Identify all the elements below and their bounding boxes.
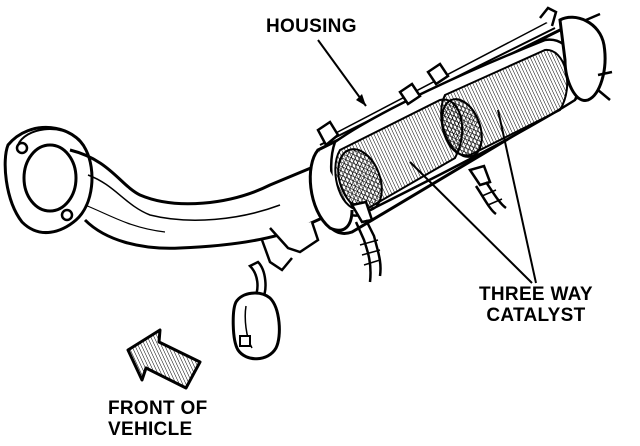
catalyst-leaders xyxy=(409,109,537,284)
front-arrow-icon xyxy=(126,328,202,390)
three-way-catalyst-label: THREE WAY CATALYST xyxy=(479,284,593,326)
pipe-bracket xyxy=(260,221,320,272)
front-label-line2: VEHICLE xyxy=(108,419,193,440)
rear-flange xyxy=(539,6,613,102)
lower-sensor-rear xyxy=(468,164,507,216)
housing-mounting-tabs xyxy=(316,62,450,147)
housing-leader xyxy=(317,39,367,107)
housing-label: HOUSING xyxy=(266,16,357,37)
front-of-vehicle-label: FRONT OF VEHICLE xyxy=(108,398,208,440)
catalyst-label-line1: THREE WAY xyxy=(479,284,593,305)
front-flange xyxy=(3,125,94,235)
rubber-hanger xyxy=(231,260,281,361)
front-label-line1: FRONT OF xyxy=(108,398,208,419)
catalyst-label-line2: CATALYST xyxy=(486,305,586,326)
catalyst-brick-rear xyxy=(440,48,569,158)
lower-sensor-front xyxy=(350,200,382,283)
